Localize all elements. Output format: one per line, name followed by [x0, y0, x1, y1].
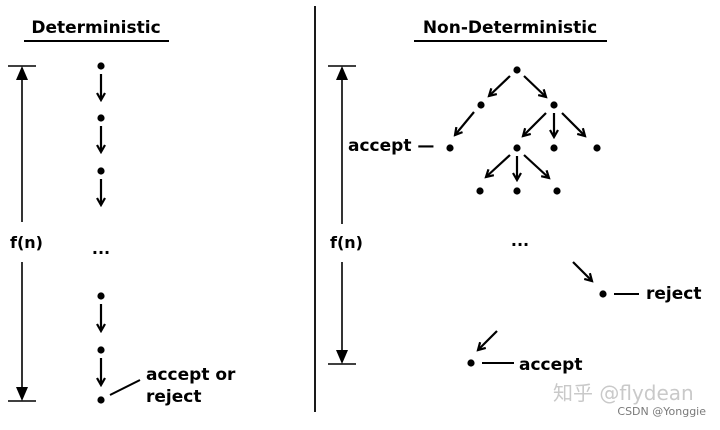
- state-node: [97, 114, 105, 122]
- state-node: [97, 62, 105, 70]
- nondeterministic-ellipsis: ...: [511, 231, 529, 250]
- branch-arrow: [455, 111, 475, 135]
- deterministic-title: Deterministic: [31, 18, 160, 38]
- watermark-credit: CSDN @Yonggie: [617, 405, 706, 418]
- tree-node: [477, 101, 485, 109]
- state-node: [97, 346, 105, 354]
- deterministic-chain: ...: [92, 62, 141, 404]
- tree-node: [593, 144, 601, 152]
- branch-arrow: [489, 75, 511, 96]
- branch-arrow: [486, 154, 511, 177]
- final-state-node: [97, 396, 105, 404]
- branch-arrow: [523, 154, 549, 178]
- tree-node: [550, 144, 558, 152]
- tree-node: [553, 187, 561, 195]
- accept-node: [467, 359, 475, 367]
- state-node: [97, 292, 105, 300]
- nondeterministic-tree: ...: [446, 66, 639, 367]
- state-node: [97, 167, 105, 175]
- branch-arrow: [572, 261, 592, 281]
- deterministic-ellipsis: ...: [92, 239, 110, 258]
- deterministic-time-bracket: [8, 65, 36, 402]
- reject-node: [599, 290, 607, 298]
- deterministic-end-label-line2: reject: [146, 387, 201, 407]
- accept-left-label: accept —: [348, 136, 434, 156]
- tree-node: [476, 187, 484, 195]
- tree-node: [513, 144, 521, 152]
- accept-bottom-label: accept: [519, 355, 582, 375]
- accept-node: [446, 144, 454, 152]
- branch-arrow: [523, 75, 546, 97]
- branch-arrow: [523, 112, 547, 136]
- branch-arrow: [478, 330, 498, 350]
- root-node: [513, 66, 521, 74]
- tree-node: [513, 187, 521, 195]
- deterministic-time-label: f(n): [10, 233, 43, 252]
- branch-arrow: [561, 112, 585, 136]
- tree-node: [550, 101, 558, 109]
- deterministic-end-label-line1: accept or: [146, 365, 236, 385]
- nondeterministic-time-bracket: [328, 65, 356, 365]
- nondeterministic-title: Non-Deterministic: [423, 18, 597, 38]
- reject-label: reject: [646, 284, 701, 304]
- watermark-site: 知乎 @flydean: [553, 381, 694, 405]
- nondeterministic-time-label: f(n): [330, 233, 363, 252]
- final-label-leader: [109, 379, 141, 396]
